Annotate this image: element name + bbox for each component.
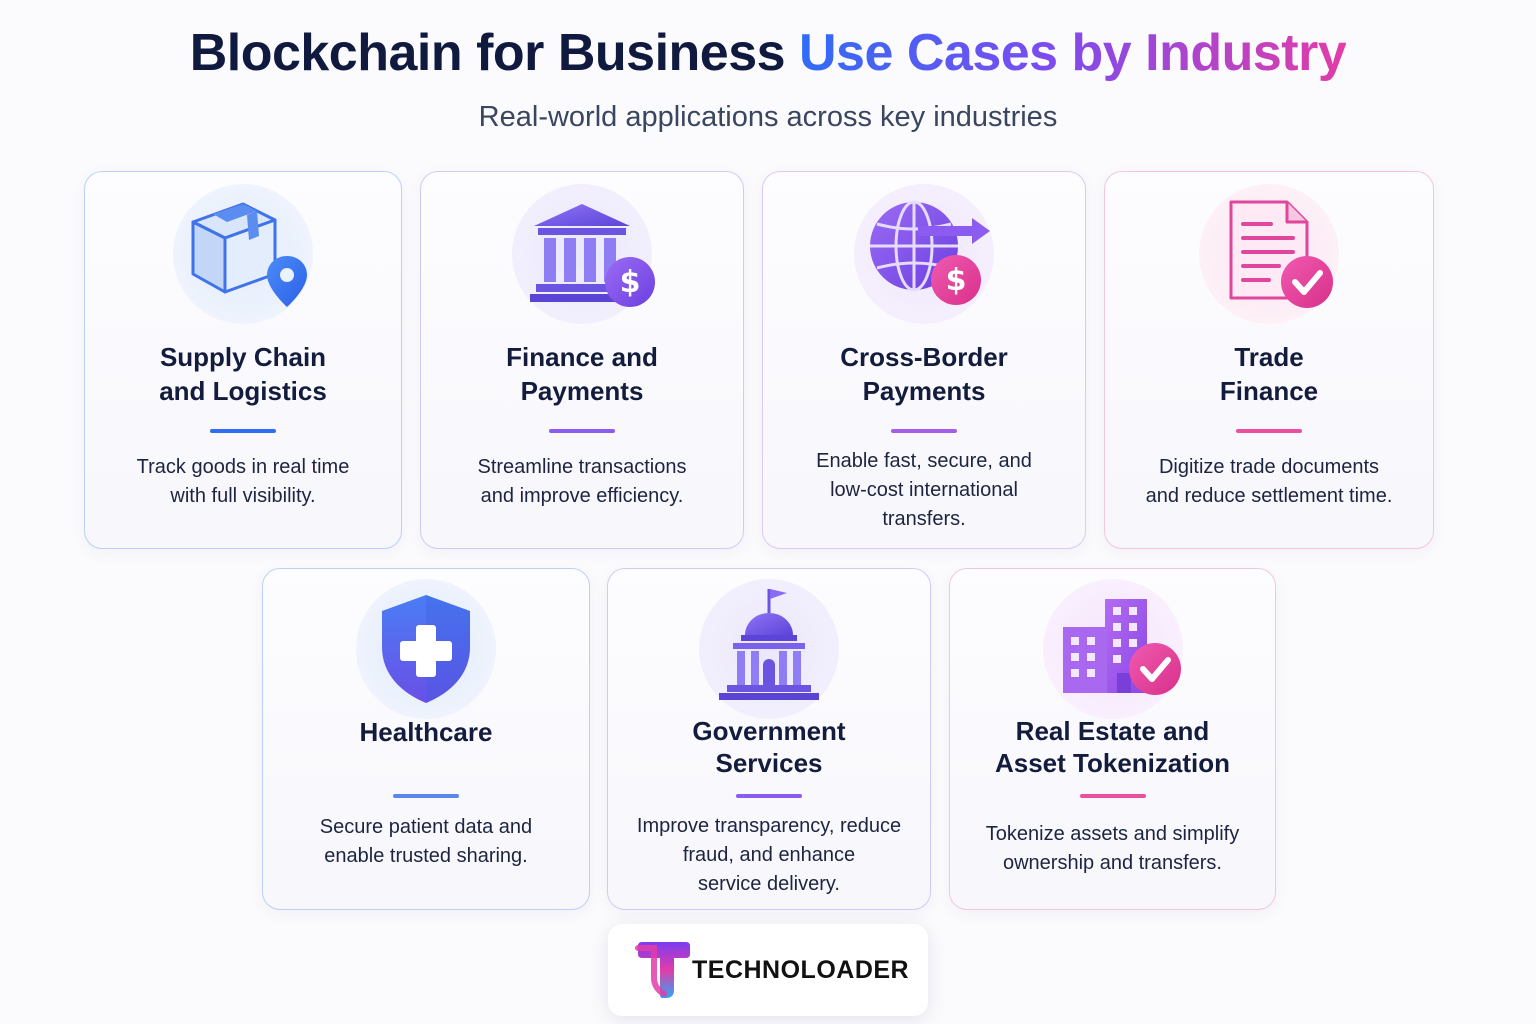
accent-bar <box>1236 429 1302 433</box>
accent-bar <box>736 794 802 798</box>
government-building-icon <box>699 579 839 719</box>
accent-bar <box>393 794 459 798</box>
page-title: Blockchain for Business Use Cases by Ind… <box>0 22 1536 84</box>
building-check-icon <box>1042 579 1183 719</box>
accent-bar <box>891 429 957 433</box>
package-location-icon <box>173 184 313 324</box>
svg-text:$: $ <box>620 265 641 300</box>
brand-name: TECHNOLOADER <box>692 956 910 984</box>
accent-bar <box>549 429 615 433</box>
title-highlight: Use Cases by Industry <box>799 24 1347 82</box>
bank-dollar-icon: $ <box>512 184 655 324</box>
title-main: Blockchain for Business <box>189 24 786 82</box>
svg-text:$: $ <box>946 263 967 298</box>
page-subtitle: Real-world applications across key indus… <box>478 101 1058 133</box>
accent-bar <box>210 429 276 433</box>
globe-transfer-icon: $ <box>854 184 994 324</box>
card-title: Healthcare <box>359 717 493 747</box>
technoloader-logo-icon <box>635 942 690 998</box>
brand-logo: TECHNOLOADER <box>608 924 928 1016</box>
accent-bar <box>1079 794 1146 798</box>
medical-shield-icon <box>356 579 496 719</box>
document-check-icon <box>1199 184 1339 324</box>
